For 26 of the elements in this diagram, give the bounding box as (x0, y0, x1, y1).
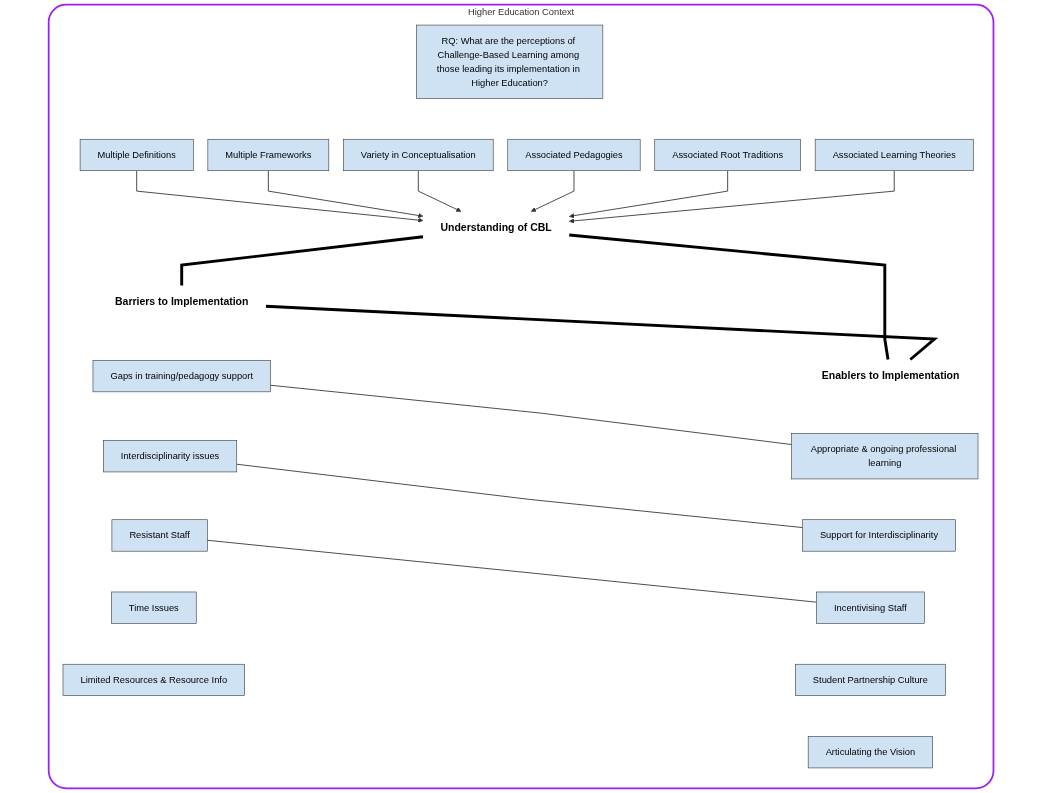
node-box: Student Partnership Culture (795, 663, 947, 696)
connector (569, 233, 890, 360)
node-box: Resistant Staff (112, 519, 209, 552)
node-box: Gaps in training/pedagogy support (93, 360, 272, 393)
connector (266, 304, 939, 361)
node-box: Multiple Definitions (80, 138, 194, 171)
node-box: Interdisciplinarity issues (103, 440, 238, 473)
node-box: Limited Resources & Resource Info (63, 663, 246, 696)
node-box: Incentivising Staff (816, 591, 926, 624)
node-box: Multiple Frameworks (208, 138, 330, 171)
node-text: Enablers to Implementation (822, 369, 960, 382)
node-box: Associated Pedagogies (507, 138, 641, 171)
connector (270, 384, 793, 445)
node-box: Associated Learning Theories (815, 138, 974, 171)
node-text: Barriers to Implementation (115, 295, 249, 308)
node-box: Articulating the Vision (808, 736, 934, 769)
node-box: Support for Interdisciplinarity (802, 519, 957, 552)
connector (236, 463, 804, 528)
connector (207, 539, 818, 603)
node-text: Understanding of CBL (440, 221, 553, 234)
node-box: Time Issues (111, 591, 197, 624)
node-box: Variety in Conceptualisation (343, 138, 494, 171)
node-box: RQ: What are the perceptions of Challenge-Based Learning among those leading its implementation in Higher Education? (416, 24, 604, 99)
node-box: Associated Root Traditions (654, 138, 802, 171)
node-box: Appropriate & ongoing professional learning (791, 433, 979, 480)
connector (180, 235, 424, 286)
